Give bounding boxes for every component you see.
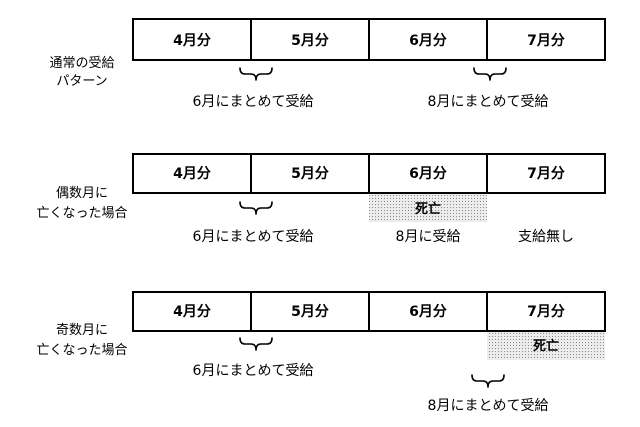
month-bar: 4月分 5月分 6月分 7月分 — [132, 18, 606, 61]
month-cell-may — [250, 153, 370, 194]
month-label-july: 7月分 — [527, 304, 565, 320]
month-label-april: 4月分 — [173, 304, 211, 320]
month-bar: 4月分 5月分 6月分 7月分 — [132, 153, 606, 194]
month-label-july: 7月分 — [527, 33, 565, 49]
month-cell-april — [132, 18, 252, 61]
row-label-line2: 亡くなった場合 — [36, 343, 127, 358]
month-label-may: 5月分 — [291, 304, 329, 320]
row-label-line1: 奇数月に — [56, 322, 108, 338]
row-label-line2: パターン — [56, 74, 107, 89]
row-even-month-death: 偶数月に 亡くなった場合 4月分 5月分 6月分 7月分 死亡 6月にまとめて受… — [36, 153, 606, 245]
payment-note: 6月にまとめて受給 — [193, 229, 314, 245]
month-label-may: 5月分 — [291, 166, 329, 182]
month-cell-july — [486, 18, 606, 61]
month-label-june: 6月分 — [409, 166, 447, 182]
month-label-may: 5月分 — [291, 33, 329, 49]
death-marker-box — [487, 332, 605, 360]
payment-note: 8月に受給 — [396, 229, 461, 245]
group-brace — [239, 201, 273, 215]
death-label: 死亡 — [415, 201, 441, 217]
payment-note: 8月にまとめて受給 — [428, 94, 549, 110]
payment-note: 8月にまとめて受給 — [428, 398, 549, 414]
month-cell-april — [132, 291, 252, 332]
month-cell-july — [486, 291, 606, 332]
row-label-line1: 偶数月に — [56, 186, 108, 201]
payment-note: 支給無し — [518, 229, 574, 245]
payment-note: 6月にまとめて受給 — [193, 94, 314, 110]
month-cell-july — [486, 153, 606, 194]
death-label: 死亡 — [533, 338, 559, 354]
death-marker-box — [369, 194, 487, 222]
row-odd-month-death: 奇数月に 亡くなった場合 4月分 5月分 6月分 7月分 死亡 6月にまとめて受… — [36, 291, 606, 414]
month-label-june: 6月分 — [409, 304, 447, 320]
row-normal: 通常の受給 パターン 4月分 5月分 6月分 7月分 6月にまとめて受給 8月に… — [49, 18, 606, 110]
month-label-july: 7月分 — [527, 166, 565, 182]
group-brace — [471, 374, 505, 388]
month-label-june: 6月分 — [409, 33, 447, 49]
month-cell-june — [368, 18, 488, 61]
month-cell-june — [368, 153, 488, 194]
month-bar: 4月分 5月分 6月分 7月分 — [132, 291, 606, 332]
month-cell-june — [368, 291, 488, 332]
row-label-line2: 亡くなった場合 — [36, 206, 127, 221]
group-brace — [239, 337, 273, 351]
group-brace — [473, 67, 507, 81]
month-cell-april — [132, 153, 252, 194]
group-brace — [239, 67, 273, 81]
row-label-line1: 通常の受給 — [49, 56, 114, 71]
payment-note: 6月にまとめて受給 — [193, 363, 314, 379]
month-cell-may — [250, 18, 370, 61]
month-cell-may — [250, 291, 370, 332]
month-label-april: 4月分 — [173, 33, 211, 49]
month-label-april: 4月分 — [173, 166, 211, 182]
